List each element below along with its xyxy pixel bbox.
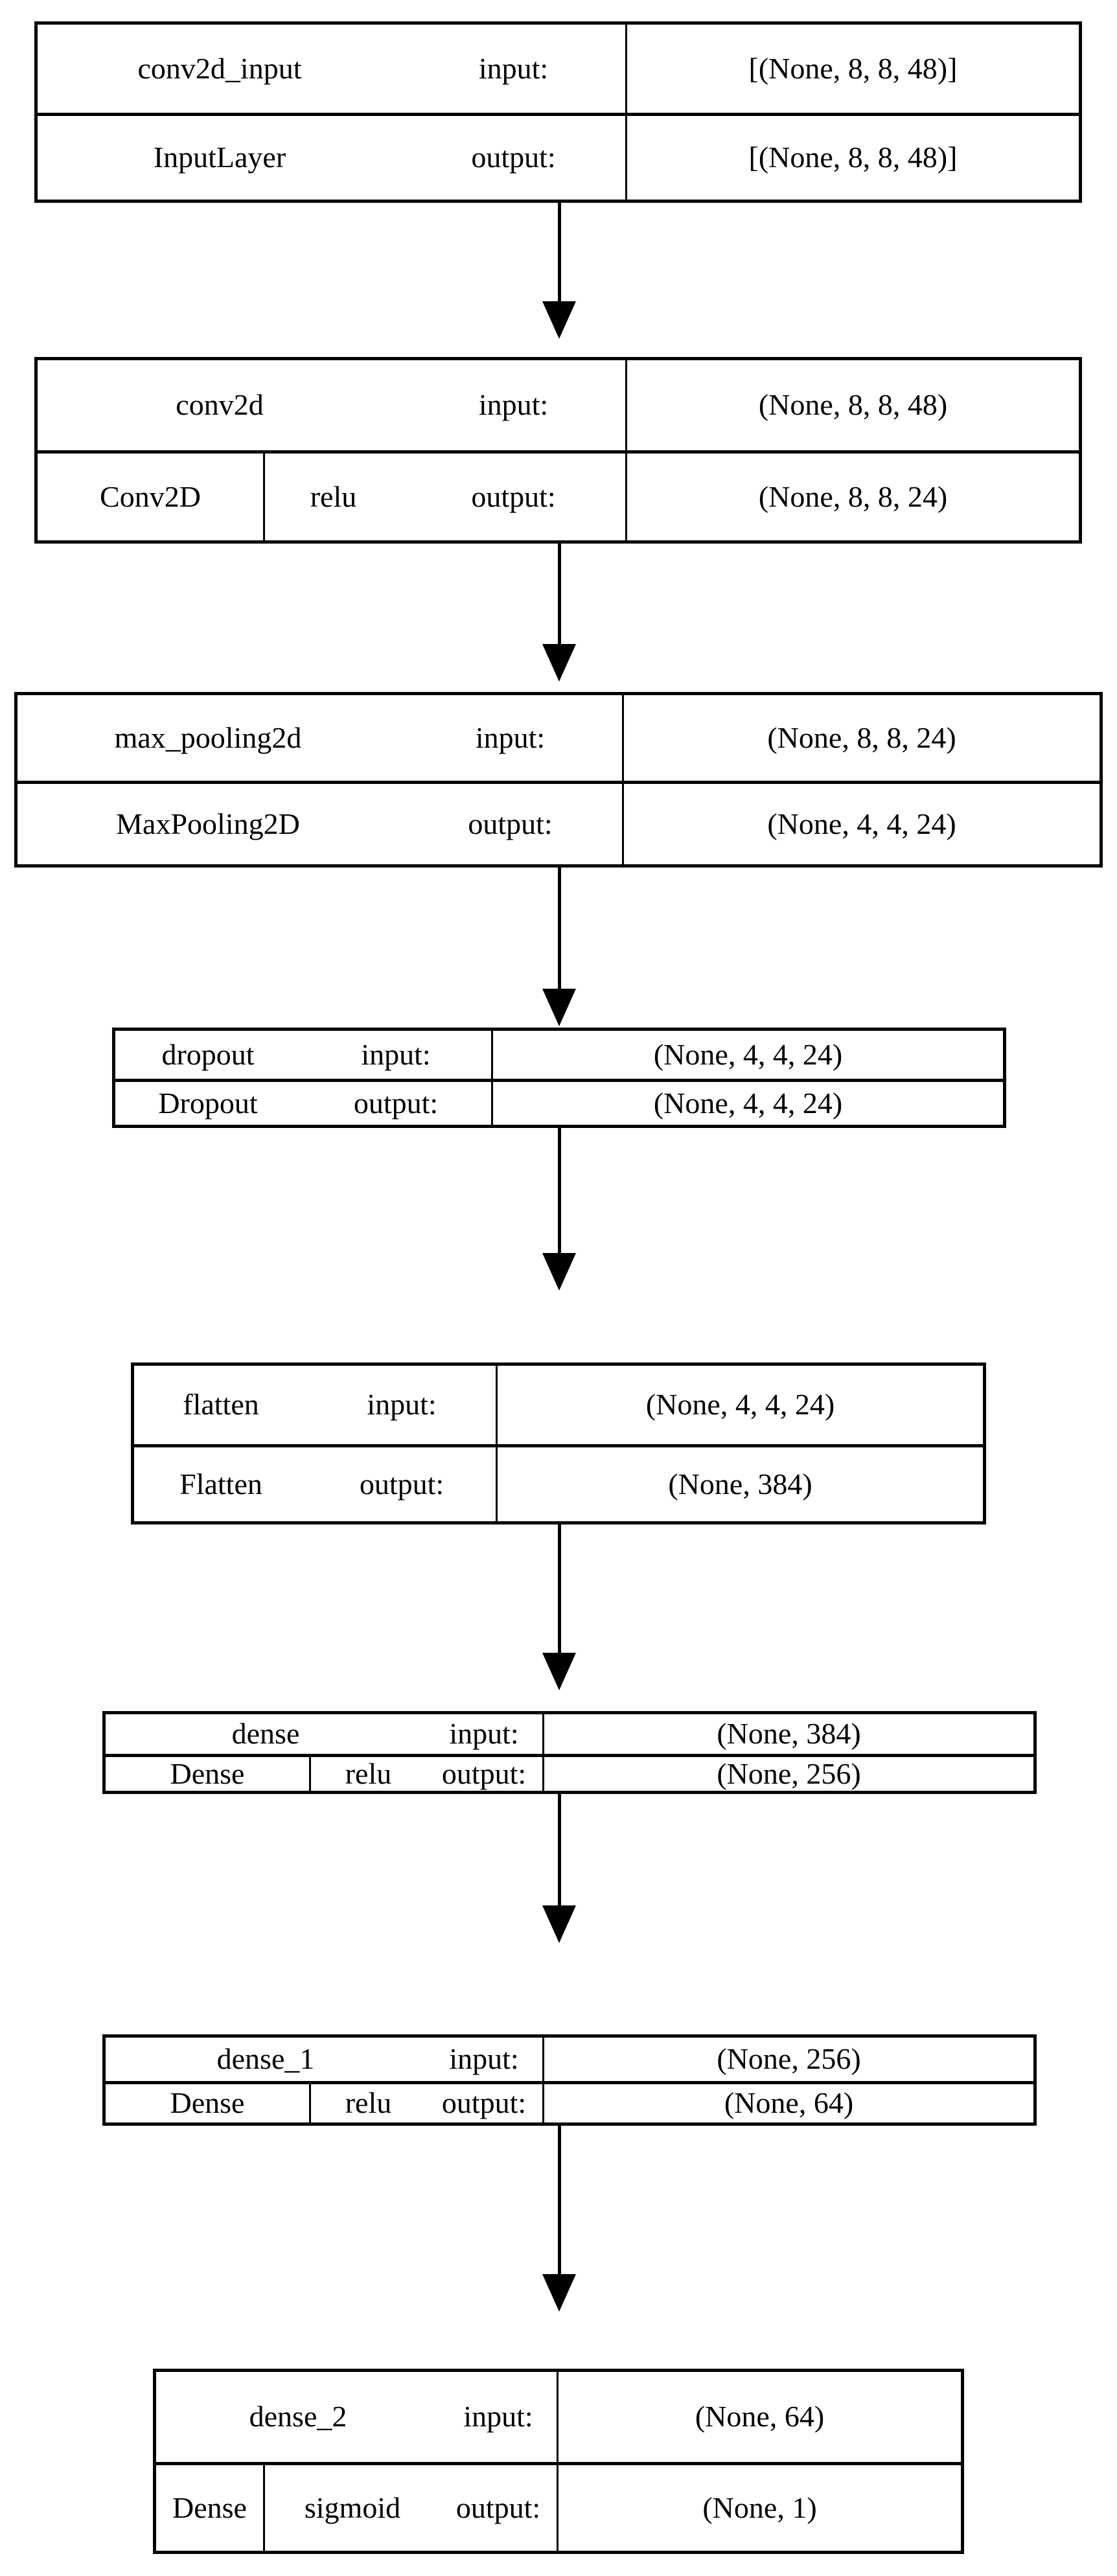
output-shape: (None, 1) bbox=[557, 2465, 961, 2551]
output-label: output: bbox=[471, 141, 556, 174]
node-dense-1[interactable]: dense_1 input: (None, 256) Dense relu ou… bbox=[102, 2034, 1037, 2126]
output-shape: (None, 8, 8, 24) bbox=[625, 454, 1079, 540]
node-dense-2[interactable]: dense_2 input: (None, 64) Dense sigmoid … bbox=[153, 2369, 964, 2554]
layer-name: dropout bbox=[161, 1037, 255, 1071]
layer-class: InputLayer bbox=[153, 141, 286, 174]
layer-class: Conv2D bbox=[100, 479, 201, 513]
layer-class: Dense bbox=[170, 2086, 245, 2120]
input-label: input: bbox=[361, 1037, 431, 1071]
output-label: output: bbox=[441, 2086, 527, 2120]
output-label: output: bbox=[353, 1086, 439, 1120]
output-label: output: bbox=[359, 1467, 444, 1501]
layer-class: MaxPooling2D bbox=[116, 807, 300, 840]
input-shape: (None, 8, 8, 24) bbox=[622, 695, 1100, 781]
input-label: input: bbox=[478, 51, 549, 85]
input-label: input: bbox=[449, 2042, 519, 2076]
edge-dense-to-dense-1 bbox=[0, 1794, 1117, 1982]
layer-name: conv2d_input bbox=[137, 51, 302, 85]
output-label: output: bbox=[471, 479, 556, 513]
input-shape: (None, 384) bbox=[542, 1714, 1033, 1754]
layer-name: dense bbox=[231, 1717, 300, 1751]
input-label: input: bbox=[475, 720, 546, 754]
node-conv2d[interactable]: conv2d input: (None, 8, 8, 48) Conv2D re… bbox=[34, 357, 1082, 544]
output-shape: (None, 384) bbox=[496, 1447, 983, 1521]
node-dense[interactable]: dense input: (None, 384) Dense relu outp… bbox=[102, 1711, 1037, 1794]
input-label: input: bbox=[367, 1388, 437, 1421]
input-shape: (None, 256) bbox=[542, 2038, 1033, 2081]
edge-conv2d-input-to-conv2d bbox=[0, 203, 1117, 340]
input-shape: [(None, 8, 8, 48)] bbox=[625, 25, 1079, 113]
layer-class: Flatten bbox=[179, 1467, 262, 1501]
layer-name: dense_2 bbox=[249, 2400, 347, 2433]
output-label: output: bbox=[441, 1756, 527, 1790]
layer-class: Dense bbox=[170, 1756, 245, 1790]
input-shape: (None, 64) bbox=[557, 2372, 961, 2462]
edge-conv2d-to-max-pooling2d bbox=[0, 544, 1117, 683]
edge-dropout-to-flatten bbox=[0, 1128, 1117, 1292]
output-shape: (None, 64) bbox=[542, 2084, 1033, 2122]
input-shape: (None, 4, 4, 24) bbox=[491, 1031, 1003, 1079]
output-shape: [(None, 8, 8, 48)] bbox=[625, 116, 1079, 200]
node-dropout[interactable]: dropout input: (None, 4, 4, 24) Dropout … bbox=[112, 1028, 1006, 1128]
input-label: input: bbox=[478, 388, 549, 422]
node-flatten[interactable]: flatten input: (None, 4, 4, 24) Flatten … bbox=[131, 1363, 986, 1524]
input-label: input: bbox=[463, 2400, 533, 2433]
layer-name: max_pooling2d bbox=[114, 720, 302, 754]
edge-max-pooling2d-to-dropout bbox=[0, 868, 1117, 1028]
edge-dense-1-to-dense-2 bbox=[0, 2126, 1117, 2320]
layer-name: dense_1 bbox=[216, 2042, 315, 2076]
output-shape: (None, 4, 4, 24) bbox=[491, 1082, 1003, 1125]
layer-activation: relu bbox=[263, 454, 402, 540]
output-shape: (None, 256) bbox=[542, 1757, 1033, 1791]
output-label: output: bbox=[468, 807, 553, 840]
input-shape: (None, 4, 4, 24) bbox=[496, 1366, 983, 1445]
node-max-pooling2d[interactable]: max_pooling2d input: (None, 8, 8, 24) Ma… bbox=[14, 692, 1103, 868]
edge-flatten-to-dense bbox=[0, 1524, 1117, 1692]
input-label: input: bbox=[449, 1717, 519, 1751]
layer-activation: relu bbox=[309, 1757, 426, 1791]
layer-activation: sigmoid bbox=[263, 2465, 440, 2551]
output-shape: (None, 4, 4, 24) bbox=[622, 784, 1100, 864]
layer-activation: relu bbox=[309, 2084, 426, 2122]
node-conv2d-input[interactable]: conv2d_input input: [(None, 8, 8, 48)] I… bbox=[34, 21, 1082, 203]
input-shape: (None, 8, 8, 48) bbox=[625, 360, 1079, 451]
layer-class: Dropout bbox=[158, 1086, 258, 1120]
layer-name: flatten bbox=[183, 1388, 259, 1421]
layer-class: Dense bbox=[172, 2490, 247, 2524]
layer-name: conv2d bbox=[176, 388, 264, 422]
output-label: output: bbox=[455, 2490, 541, 2524]
